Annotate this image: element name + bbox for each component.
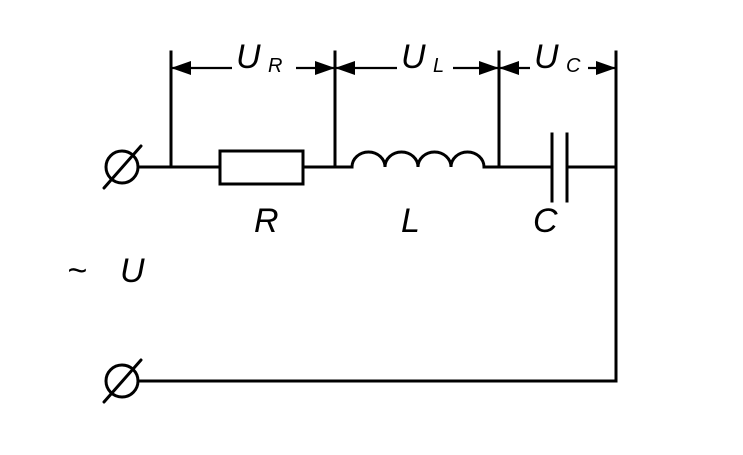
source-label: U xyxy=(120,252,145,290)
label-ul: U L xyxy=(397,38,453,77)
top-terminal xyxy=(102,144,143,190)
source-symbol: ~ xyxy=(67,252,87,290)
resistor-symbol xyxy=(218,149,305,186)
label-ul-main: U xyxy=(401,38,426,76)
bottom-terminal xyxy=(102,358,143,404)
resistor-label: R xyxy=(254,202,279,240)
inductor-label: L xyxy=(401,202,420,240)
label-uc-main: U xyxy=(534,38,559,76)
label-ur-main: U xyxy=(236,38,261,76)
capacitor-label: C xyxy=(533,202,558,240)
capacitor-symbol xyxy=(550,132,569,203)
label-ur-sub: R xyxy=(268,55,282,77)
label-uc-sub: C xyxy=(566,55,581,77)
label-ul-sub: L xyxy=(433,55,444,77)
label-uc: U C xyxy=(530,38,588,77)
inductor-symbol xyxy=(350,150,486,169)
label-ur: U R xyxy=(232,38,296,77)
